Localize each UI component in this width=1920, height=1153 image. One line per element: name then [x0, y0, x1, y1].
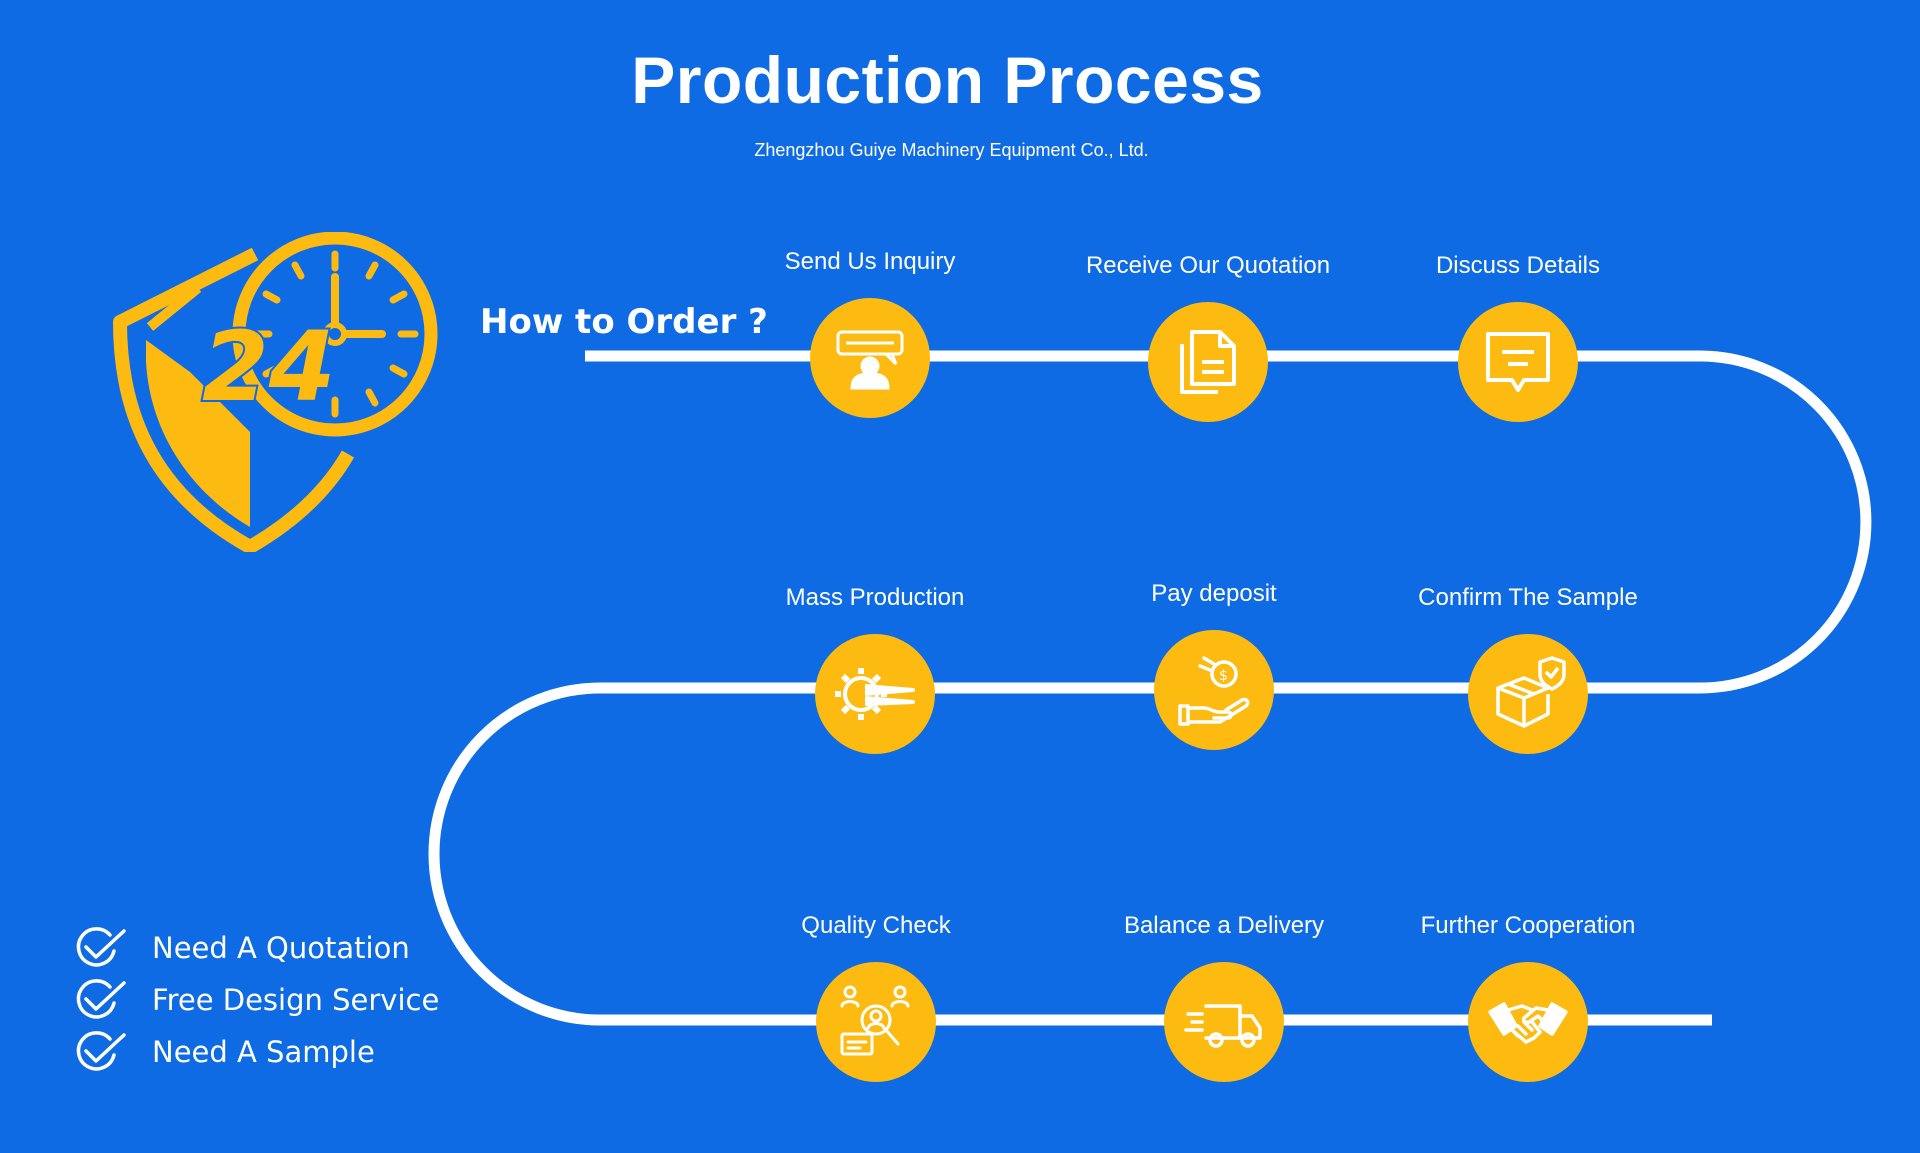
- step-circle: [810, 298, 930, 418]
- perks-list: Need A Quotation Free Design Service Nee…: [74, 922, 439, 1078]
- step-label: Pay deposit: [1151, 580, 1277, 607]
- step-discuss-details: Discuss Details: [1388, 252, 1648, 472]
- step-label: Further Cooperation: [1420, 912, 1636, 939]
- inspect-user-icon: [840, 985, 910, 1056]
- chat-bubble-icon: [1486, 332, 1550, 392]
- step-label: Discuss Details: [1435, 252, 1601, 279]
- step-circle: [1164, 962, 1284, 1082]
- support-agent-icon: [836, 330, 904, 390]
- perk-item: Need A Sample: [74, 1026, 439, 1078]
- step-label: Confirm The Sample: [1418, 584, 1638, 611]
- check-circle-icon: [76, 1031, 126, 1071]
- page-title: Production Process: [631, 43, 1264, 117]
- step-send-us-inquiry: Send Us Inquiry: [740, 248, 1000, 468]
- step-label: Mass Production: [785, 584, 965, 611]
- step-quality-check: Quality Check: [746, 912, 1006, 1132]
- check-circle-icon: [76, 927, 126, 967]
- gear-icon: [835, 668, 915, 720]
- company-name: Zhengzhou Guiye Machinery Equipment Co.,…: [754, 140, 1149, 160]
- handshake-icon: [1488, 1002, 1568, 1044]
- step-circle: [1458, 302, 1578, 422]
- step-circle: $: [1154, 630, 1274, 750]
- step-confirm-the-sample: Confirm The Sample: [1398, 584, 1658, 804]
- step-receive-our-quotation: Receive Our Quotation: [1078, 252, 1338, 472]
- step-further-cooperation: Further Cooperation: [1398, 912, 1658, 1132]
- step-mass-production: Mass Production: [745, 584, 1005, 804]
- perk-label: Free Design Service: [152, 983, 440, 1017]
- how-to-order-heading: How to Order ?: [480, 302, 768, 342]
- step-circle: [1468, 634, 1588, 754]
- step-pay-deposit: Pay deposit $: [1084, 580, 1344, 800]
- badge-number: 24: [202, 311, 336, 423]
- hand-coin-icon: $: [1178, 656, 1250, 726]
- shield-clock-24h-icon: 24: [113, 232, 438, 552]
- step-circle: [815, 634, 935, 754]
- step-circle: [1148, 302, 1268, 422]
- step-circle: [816, 962, 936, 1082]
- box-check-icon: [1496, 656, 1566, 728]
- perk-item: Free Design Service: [74, 974, 439, 1026]
- step-balance-a-delivery: Balance a Delivery: [1094, 912, 1354, 1132]
- perk-item: Need A Quotation: [74, 922, 439, 974]
- step-label: Send Us Inquiry: [784, 248, 956, 275]
- step-label: Receive Our Quotation: [1085, 252, 1331, 279]
- perk-label: Need A Quotation: [152, 931, 410, 965]
- svg-text:$: $: [1219, 668, 1228, 684]
- check-circle-icon: [76, 979, 126, 1019]
- perk-label: Need A Sample: [152, 1035, 375, 1069]
- delivery-truck-icon: [1184, 1004, 1262, 1048]
- documents-icon: [1180, 330, 1236, 394]
- step-circle: [1468, 962, 1588, 1082]
- step-label: Balance a Delivery: [1123, 912, 1325, 939]
- step-label: Quality Check: [801, 912, 951, 939]
